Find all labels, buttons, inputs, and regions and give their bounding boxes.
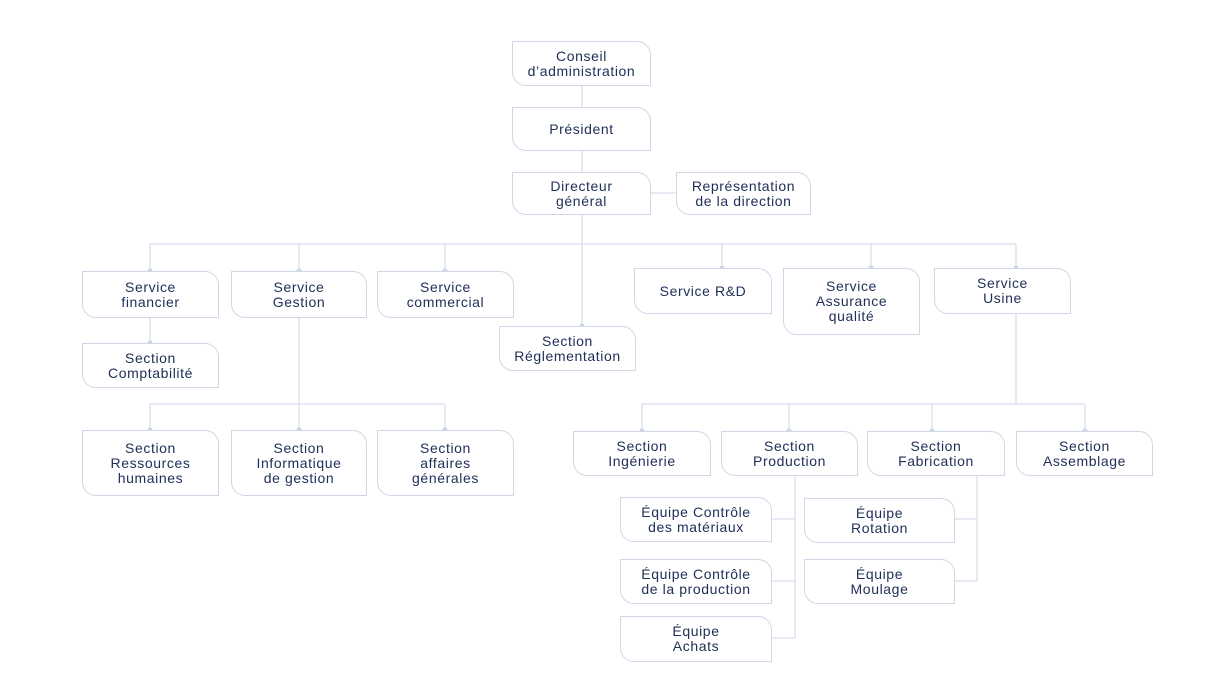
node-service-usine: Service Usine xyxy=(934,268,1071,314)
node-directeur-general: Directeur général xyxy=(512,172,651,215)
node-equipe-controle-production: Équipe Contrôle de la production xyxy=(620,559,772,604)
node-service-gestion: Service Gestion xyxy=(231,271,367,318)
node-service-financier: Service financier xyxy=(82,271,219,318)
node-conseil-administration: Conseil d’administration xyxy=(512,41,651,86)
node-section-assemblage: Section Assemblage xyxy=(1016,431,1153,476)
node-president: Président xyxy=(512,107,651,151)
node-section-reglementation: Section Réglementation xyxy=(499,326,636,371)
node-section-affaires-generales: Section affaires générales xyxy=(377,430,514,496)
node-section-ressources-humaines: Section Ressources humaines xyxy=(82,430,219,496)
node-service-rd: Service R&D xyxy=(634,268,772,314)
node-service-assurance-qualite: Service Assurance qualité xyxy=(783,268,920,335)
node-section-comptabilite: Section Comptabilité xyxy=(82,343,219,388)
node-representation-direction: Représentation de la direction xyxy=(676,172,811,215)
node-section-informatique-gestion: Section Informatique de gestion xyxy=(231,430,367,496)
node-equipe-moulage: Équipe Moulage xyxy=(804,559,955,604)
node-section-fabrication: Section Fabrication xyxy=(867,431,1005,476)
node-section-ingenierie: Section Ingénierie xyxy=(573,431,711,476)
node-service-commercial: Service commercial xyxy=(377,271,514,318)
node-equipe-rotation: Équipe Rotation xyxy=(804,498,955,543)
connector-lines xyxy=(149,86,1086,639)
node-section-production: Section Production xyxy=(721,431,858,476)
node-equipe-controle-materiaux: Équipe Contrôle des matériaux xyxy=(620,497,772,542)
node-equipe-achats: Équipe Achats xyxy=(620,616,772,662)
